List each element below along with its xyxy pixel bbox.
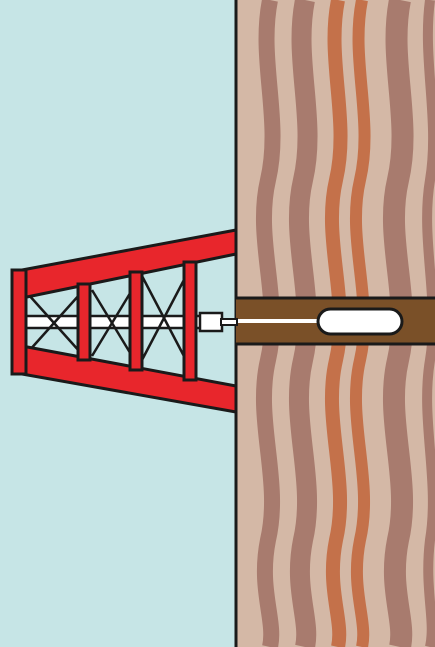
drill-pipe-icon (236, 319, 326, 323)
rig-strut-2 (130, 272, 142, 370)
rig-rod-coupling (200, 313, 222, 331)
rig-rod-connector (221, 319, 237, 325)
borehole (236, 298, 435, 344)
rig-strut-1 (78, 284, 90, 360)
rig-base-plate (12, 270, 26, 374)
drill-bit-icon (318, 309, 402, 334)
rig-strut-3 (184, 262, 196, 380)
